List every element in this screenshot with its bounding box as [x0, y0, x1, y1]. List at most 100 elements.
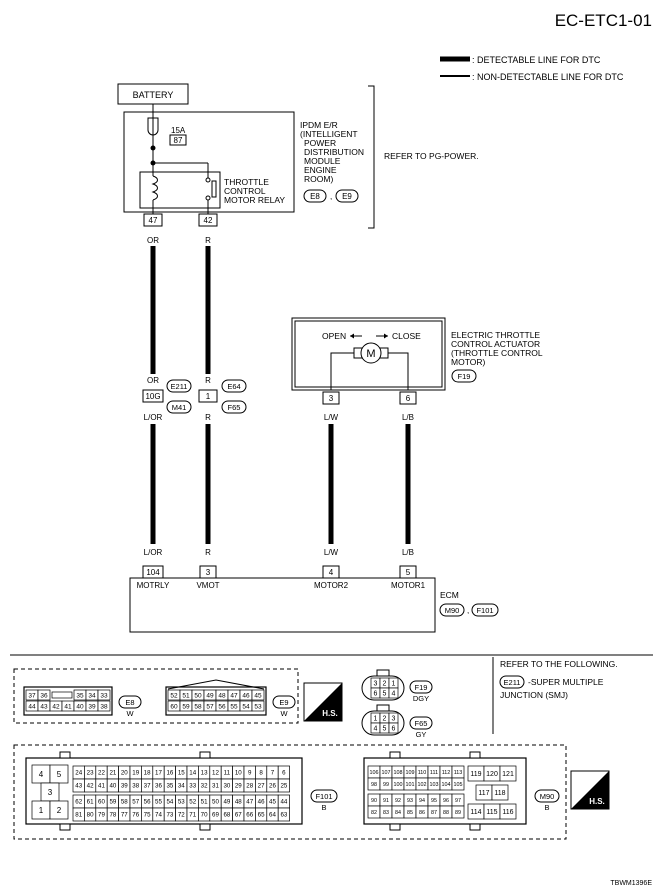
pin-label: 10	[235, 770, 242, 777]
svg-text:H.S.: H.S.	[322, 709, 338, 718]
pin-label: 96	[443, 798, 449, 804]
ecm-pin-5: 5	[406, 568, 411, 577]
pin-label: 47	[230, 692, 238, 699]
pin-label: 12	[212, 770, 219, 777]
pin-label: 75	[144, 812, 151, 819]
pin-label: 60	[98, 799, 105, 806]
pin-label: 29	[235, 783, 242, 790]
pin-label: 80	[87, 812, 94, 819]
connector-key	[469, 751, 481, 759]
pin-label: 53	[178, 799, 185, 806]
svg-text:L/B: L/B	[402, 413, 414, 422]
hs-icon: H.S.	[303, 682, 343, 722]
svg-text:W: W	[280, 709, 288, 718]
pin-label: 93	[407, 798, 413, 804]
svg-text:M90: M90	[445, 606, 460, 615]
pin-label: 84	[395, 810, 401, 816]
pin-label: 55	[155, 799, 162, 806]
pin-label: 16	[166, 770, 173, 777]
svg-text:DGY: DGY	[413, 694, 429, 703]
pin-label: 3	[48, 788, 53, 797]
pin-label: 59	[182, 703, 190, 710]
svg-text:M90: M90	[540, 792, 555, 801]
connector-key	[59, 823, 71, 831]
pin-cell	[251, 689, 265, 701]
pin-cell	[388, 722, 399, 734]
connector-key	[51, 691, 73, 699]
svg-text:F65: F65	[228, 403, 241, 412]
pin-label: 5	[57, 770, 62, 779]
svg-text:F65: F65	[415, 719, 428, 728]
pin-label: 101	[406, 782, 415, 788]
svg-text:L/OR: L/OR	[144, 548, 163, 557]
pin-label: 109	[406, 770, 415, 776]
pin-label: 41	[64, 703, 72, 710]
pin-label: 60	[170, 703, 178, 710]
svg-text:MODULE: MODULE	[304, 156, 341, 166]
battery-label: BATTERY	[133, 90, 174, 100]
relay-label: THROTTLE CONTROL MOTOR RELAY	[224, 177, 285, 205]
hs-icon-2: H.S.	[570, 770, 610, 810]
pin-label: 61	[87, 799, 94, 806]
pin-label: 113	[454, 770, 463, 776]
connector-key	[199, 751, 211, 759]
pin-label: 40	[109, 783, 116, 790]
legend-detectable: : DETECTABLE LINE FOR DTC	[472, 55, 601, 65]
pin-label: 107	[382, 770, 391, 776]
svg-text:THROTTLE: THROTTLE	[224, 177, 269, 187]
pin-label: 1	[392, 680, 396, 687]
pin-label: 108	[394, 770, 403, 776]
connector-key	[199, 823, 211, 831]
svg-text:OR: OR	[147, 236, 159, 245]
pin-label: 83	[383, 810, 389, 816]
pin-label: 52	[189, 799, 196, 806]
svg-text:OR: OR	[147, 376, 159, 385]
connector-key	[376, 704, 390, 712]
svg-text:ELECTRIC THROTTLE: ELECTRIC THROTTLE	[451, 330, 540, 340]
pin-label: 32	[201, 783, 208, 790]
fuse-amp: 15A	[171, 126, 186, 135]
junction-pin-10g: 10G	[145, 392, 160, 401]
ipdm-pin-42: 42	[204, 216, 213, 225]
pin-label: 26	[269, 783, 276, 790]
pin-label: 24	[75, 770, 82, 777]
pin-label: 23	[87, 770, 94, 777]
pin-label: 48	[235, 799, 242, 806]
pin-label: 48	[218, 692, 226, 699]
pin-label: 85	[407, 810, 413, 816]
svg-text:-SUPER MULTIPLE: -SUPER MULTIPLE	[528, 677, 604, 687]
junction-pin-1: 1	[206, 392, 211, 401]
pin-label: 45	[254, 692, 262, 699]
pin-cell	[451, 805, 465, 819]
pin-label: 97	[455, 798, 461, 804]
pin-label: 71	[189, 812, 196, 819]
pin-label: 90	[371, 798, 377, 804]
page-code: EC-ETC1-01	[555, 11, 652, 30]
pin-label: 65	[258, 812, 265, 819]
footer-code: TBWM1396E	[610, 880, 652, 887]
pin-label: 54	[242, 703, 250, 710]
pin-label: 2	[57, 806, 62, 815]
ipdm-conn-e8: E8	[310, 192, 320, 201]
relay-coil	[151, 175, 158, 201]
svg-text:E64: E64	[227, 382, 240, 391]
connector-key	[469, 823, 481, 831]
pin-label: 99	[383, 782, 389, 788]
pin-label: 45	[269, 799, 276, 806]
pin-label: 5	[383, 690, 387, 697]
svg-text:(INTELLIGENT: (INTELLIGENT	[300, 129, 358, 139]
ecm-box	[129, 577, 436, 633]
pin-label: 68	[223, 812, 230, 819]
svg-text:JUNCTION (SMJ): JUNCTION (SMJ)	[500, 690, 568, 700]
pin-label: 44	[28, 703, 36, 710]
actuator-conn-f19: F19	[458, 372, 471, 381]
pin-label: 6	[282, 770, 286, 777]
svg-text:M41: M41	[172, 403, 187, 412]
pin-label: 14	[189, 770, 196, 777]
f101-m90-group	[13, 744, 567, 840]
pin-label: 43	[75, 783, 82, 790]
pin-label: 11	[224, 770, 231, 777]
